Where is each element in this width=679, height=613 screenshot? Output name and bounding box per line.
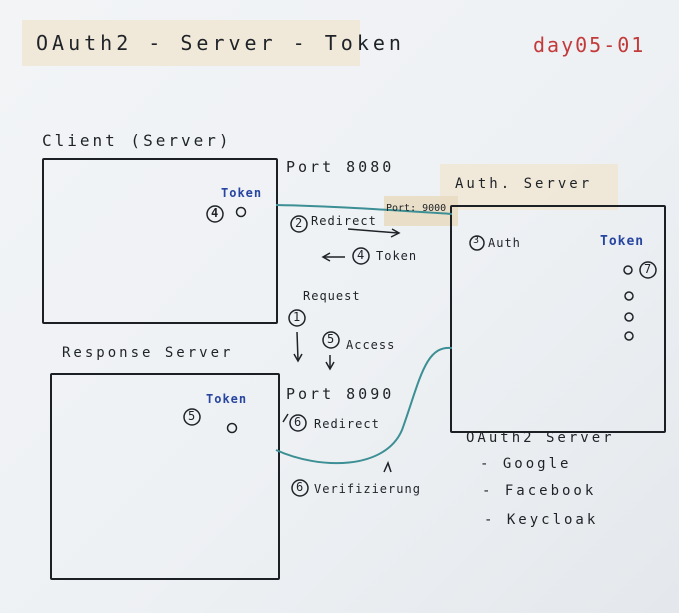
providers-title: OAuth2 Server [466,430,615,446]
auth-step-label: Auth [488,236,521,250]
auth-token-step-number: 7 [644,262,652,276]
resource-token-label: Token [206,392,248,406]
auth-token-label: Token [600,234,645,249]
step-token-number: 4 [357,248,365,262]
provider-keycloak: - Keycloak [484,512,599,528]
resource-step-number: 5 [188,409,196,423]
step-request-label: Request [303,289,361,303]
step-redirect-label: Redirect [311,214,377,228]
date-label: day05-01 [533,33,646,57]
provider-google: - Google [480,456,572,472]
step-verification-label: Verifizierung [314,482,421,496]
auth-step-number: 3 [473,235,480,246]
client-token-label: Token [221,186,263,200]
client-port-label: Port 8080 [286,158,395,176]
resource-server-box [50,373,280,580]
step-verification-number: 6 [296,480,304,494]
client-server-label: Client (Server) [42,131,232,150]
step-request-number: 1 [293,310,301,324]
client-step-number: 4 [211,206,219,220]
resource-port-label: Port 8090 [286,385,395,403]
title-sticky-note [22,20,360,66]
step-access-label: Access [346,338,396,352]
step-resource-redirect-number: 6 [294,415,302,429]
step-access-number: 5 [327,332,335,346]
step-redirect-number: 2 [295,216,303,230]
auth-server-box [450,205,666,433]
resource-server-label: Response Server [62,345,234,361]
auth-port-label: Port: 9000 [386,203,447,214]
auth-server-label: Auth. Server [455,176,593,192]
client-server-box [42,158,278,324]
step-resource-redirect-label: Redirect [314,417,380,431]
auth-server-sticky-note [440,164,618,210]
step-token-label: Token [376,249,418,263]
page-title: OAuth2 - Server - Token [36,31,405,55]
provider-facebook: - Facebook [482,483,597,499]
